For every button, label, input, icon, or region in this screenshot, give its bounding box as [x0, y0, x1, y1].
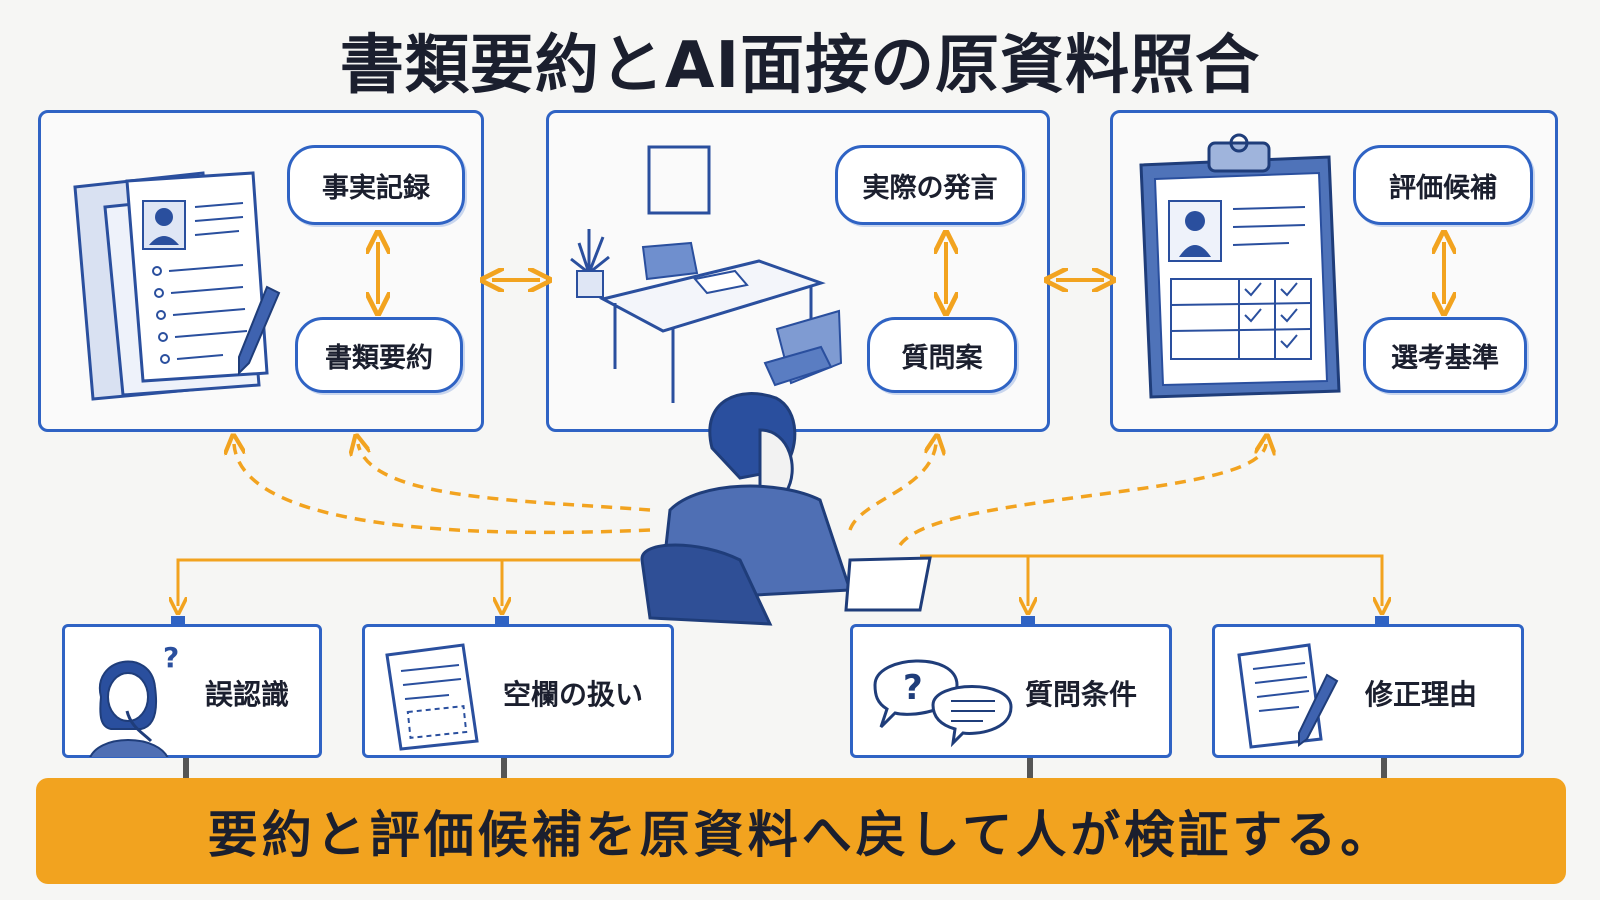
resume-documents-illustration	[73, 171, 281, 401]
svg-text:?: ?	[903, 668, 923, 708]
evaluation-candidate-label: 評価候補	[1353, 145, 1533, 225]
question-conditions-label: 質問条件	[1025, 678, 1138, 711]
document-with-pen-icon	[1237, 643, 1339, 749]
line-to-question-conditions	[920, 554, 1382, 606]
line-to-misrecognition	[178, 558, 640, 606]
evaluation-panel: 評価候補 選考基準	[1110, 110, 1558, 432]
clipboard-checklist-illustration	[1139, 133, 1341, 399]
misrecognition-label: 誤認識	[205, 678, 290, 711]
interview-panel: 実際の発言 質問案	[546, 110, 1050, 432]
interview-room-illustration	[570, 145, 843, 403]
document-summary-label: 書類要約	[295, 317, 463, 393]
dashed-arrow-documents-left	[234, 444, 651, 535]
reviewer-illustration	[640, 392, 932, 626]
question-draft-label: 質問案	[867, 317, 1017, 393]
correction-reason-label: 修正理由	[1365, 678, 1478, 711]
dashed-arrow-interview	[848, 444, 936, 531]
correction-reason-card: 修正理由	[1212, 624, 1524, 758]
form-with-blank-icon	[385, 643, 479, 751]
confused-person-icon: ?	[89, 641, 179, 757]
misrecognition-card: ? 誤認識	[62, 624, 322, 758]
fact-record-label: 事実記録	[287, 145, 465, 225]
conclusion-banner: 要約と評価候補を原資料へ戻して人が検証する。	[36, 778, 1566, 884]
documents-panel: 事実記録 書類要約	[38, 110, 484, 432]
svg-text:?: ?	[163, 641, 179, 674]
dashed-arrow-evaluation	[898, 444, 1266, 547]
question-conditions-card: ? 質問条件	[850, 624, 1172, 758]
speech-bubbles-icon: ?	[873, 659, 1013, 748]
actual-remarks-label: 実際の発言	[835, 145, 1025, 225]
blank-handling-label: 空欄の扱い	[503, 678, 644, 711]
page-title: 書類要約とAI面接の原資料照合	[339, 29, 1261, 103]
blank-handling-card: 空欄の扱い	[362, 624, 674, 758]
selection-criteria-label: 選考基準	[1363, 317, 1527, 393]
dashed-arrow-documents-right	[358, 444, 651, 512]
